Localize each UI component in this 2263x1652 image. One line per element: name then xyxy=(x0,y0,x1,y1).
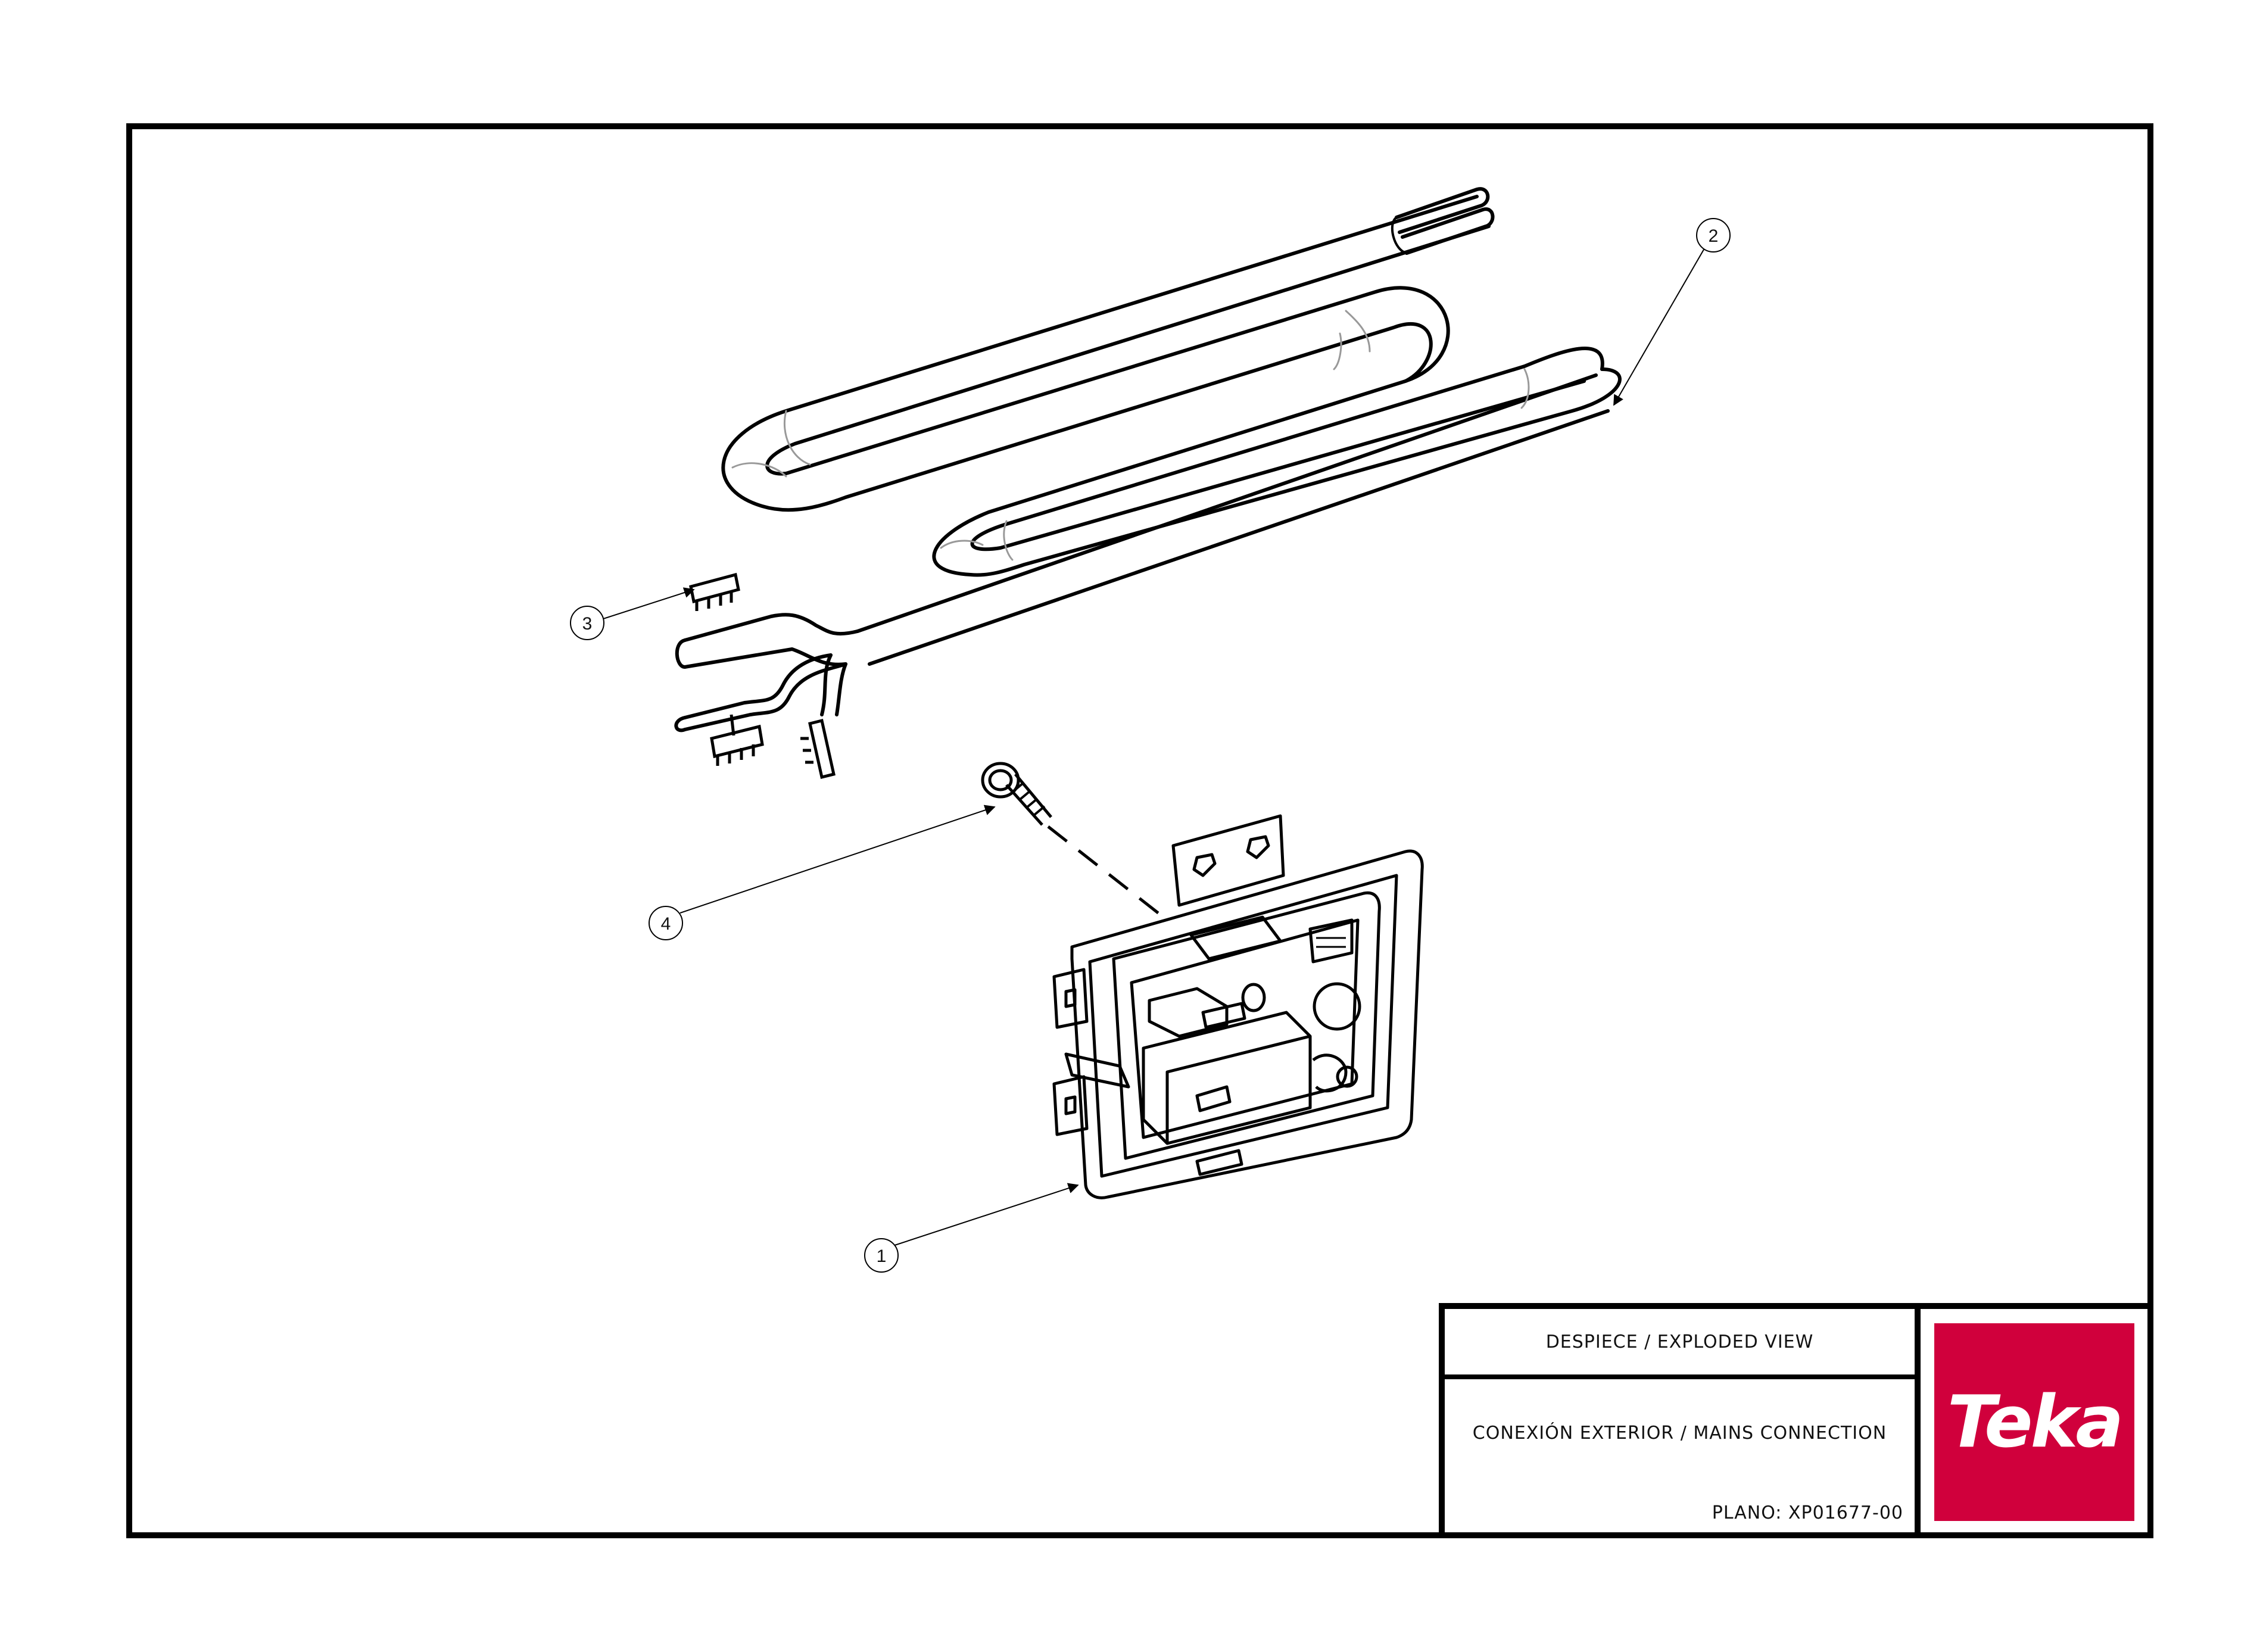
callout-3: 3 xyxy=(570,606,604,640)
title-mains-connection: CONEXIÓN EXTERIOR / MAINS CONNECTION xyxy=(1472,1422,1887,1444)
callout-1-label: 1 xyxy=(877,1246,887,1266)
callout-4-label: 4 xyxy=(661,914,671,934)
terminal-connectors xyxy=(689,572,836,780)
callout-1: 1 xyxy=(864,1238,899,1273)
title-exploded-view: DESPIECE / EXPLODED VIEW xyxy=(1445,1309,1915,1379)
drawing-frame xyxy=(126,123,2153,1538)
teka-logo-text: Teka xyxy=(1947,1380,2124,1464)
screw xyxy=(981,762,1168,921)
leader-lines xyxy=(601,245,1707,1248)
teka-logo: Teka xyxy=(1934,1323,2134,1521)
mains-connection-block xyxy=(1052,814,1424,1199)
drawing-number: PLANO: XP01677-00 xyxy=(1712,1502,1903,1523)
title-block xyxy=(1439,1303,2153,1538)
callout-2: 2 xyxy=(1696,218,1731,253)
heating-element xyxy=(674,187,1622,733)
callout-2-label: 2 xyxy=(1709,226,1719,246)
callout-4: 4 xyxy=(649,906,683,940)
title-block-divider xyxy=(1915,1303,1921,1538)
callout-3-label: 3 xyxy=(582,614,593,634)
